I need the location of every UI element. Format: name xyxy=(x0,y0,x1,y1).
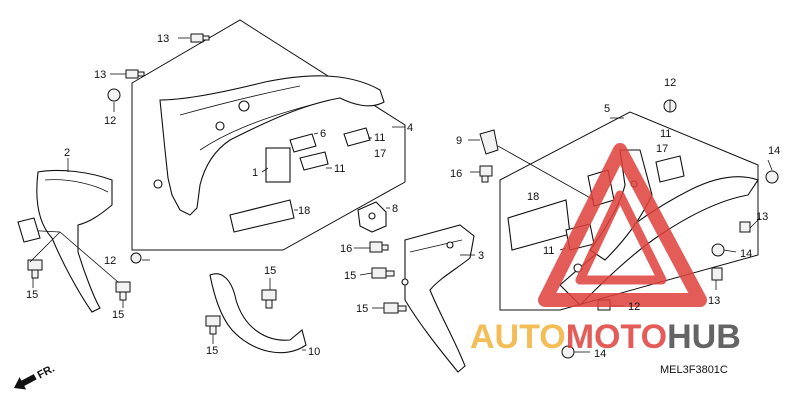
label-15: 15 xyxy=(356,303,368,315)
watermark-text-moto: MOTO xyxy=(566,318,667,356)
watermark-triangle-icon xyxy=(538,143,707,307)
part-17-pad-right xyxy=(655,155,685,183)
panel-hole-icon xyxy=(215,121,225,131)
screw-icon xyxy=(369,241,389,253)
part-6-pad xyxy=(289,133,317,153)
label-13: 13 xyxy=(94,69,106,81)
label-15: 15 xyxy=(112,309,124,321)
clip-icon xyxy=(107,88,121,102)
clip-icon xyxy=(765,170,779,184)
label-18: 18 xyxy=(527,191,539,203)
label-13: 13 xyxy=(708,295,720,307)
screw-icon xyxy=(205,315,221,335)
clip-icon xyxy=(130,252,142,264)
label-17: 17 xyxy=(656,143,668,155)
bracket-hole-icon xyxy=(368,212,376,220)
label-11: 11 xyxy=(334,163,345,175)
screw-icon xyxy=(479,165,493,183)
label-2: 2 xyxy=(64,147,70,159)
part-2-tab xyxy=(17,217,41,243)
bolt-icon xyxy=(739,221,751,233)
label-5: 5 xyxy=(604,103,610,115)
label-6: 6 xyxy=(320,128,326,140)
screw-icon xyxy=(371,267,395,279)
label-11: 11 xyxy=(543,245,554,257)
label-9: 9 xyxy=(456,135,462,147)
label-10: 10 xyxy=(308,346,320,358)
part-10-cowl-bracket xyxy=(209,273,307,354)
label-16: 16 xyxy=(340,243,352,255)
label-14: 14 xyxy=(740,248,752,260)
screw-icon xyxy=(115,281,131,301)
label-12: 12 xyxy=(664,77,676,89)
bracket-icon xyxy=(479,129,499,155)
direction-label: FR. xyxy=(35,363,56,382)
label-15: 15 xyxy=(26,289,38,301)
bolt-icon xyxy=(125,69,145,79)
panel-hole-icon xyxy=(238,100,250,112)
label-3: 3 xyxy=(478,250,484,262)
front-direction-indicator: FR. xyxy=(14,363,57,390)
label-12: 12 xyxy=(104,115,116,127)
panel-hole-icon xyxy=(401,278,409,286)
label-11: 11 xyxy=(660,128,671,140)
screw-icon xyxy=(261,289,277,309)
leader-lines xyxy=(29,37,773,353)
label-15: 15 xyxy=(206,345,218,357)
group-4-box xyxy=(131,19,406,251)
label-14: 14 xyxy=(768,145,780,157)
part-17-pad xyxy=(343,127,371,147)
label-8: 8 xyxy=(392,203,398,215)
label-4: 4 xyxy=(407,122,413,134)
label-12: 12 xyxy=(104,255,116,267)
part-11-pad xyxy=(299,151,329,171)
watermark-text-auto: AUTO xyxy=(470,318,566,356)
label-15: 15 xyxy=(264,265,276,277)
part-1-pad xyxy=(265,147,291,183)
label-15: 15 xyxy=(344,270,356,282)
label-13: 13 xyxy=(157,33,169,45)
bolt-icon xyxy=(190,33,210,43)
part-4-inner-panel xyxy=(159,75,385,216)
diagram-code: MEL3F3801C xyxy=(660,364,728,376)
label-16: 16 xyxy=(450,168,462,180)
label-18: 18 xyxy=(298,205,310,217)
part-labels: 13 13 12 4 6 11 17 1 11 18 8 2 12 15 15 … xyxy=(26,33,780,360)
watermark-inner-triangle-icon xyxy=(575,190,667,285)
screw-icon xyxy=(27,259,43,279)
part-2-side-panel xyxy=(36,169,113,313)
svg-text:AUTOMOTOHUB: AUTOMOTOHUB xyxy=(470,318,741,356)
panel-hole-icon xyxy=(446,241,454,249)
label-13: 13 xyxy=(756,211,768,223)
clip-icon xyxy=(711,243,725,257)
label-17: 17 xyxy=(374,148,386,160)
part-3-lower-panel xyxy=(404,224,475,373)
watermark-text-hub: HUB xyxy=(667,318,741,356)
label-12: 12 xyxy=(628,301,640,313)
bolt-icon xyxy=(711,267,723,281)
screw-icon xyxy=(383,302,407,314)
panel-hole-icon xyxy=(153,179,163,189)
label-1: 1 xyxy=(252,167,258,179)
part-18-strip-right xyxy=(507,199,571,251)
watermark: AUTOMOTOHUB xyxy=(470,143,741,356)
part-18-strip xyxy=(229,199,295,233)
label-14: 14 xyxy=(594,348,606,360)
group-5-box xyxy=(499,111,759,311)
arrow-left-icon xyxy=(14,374,37,390)
label-11: 11 xyxy=(374,132,385,144)
